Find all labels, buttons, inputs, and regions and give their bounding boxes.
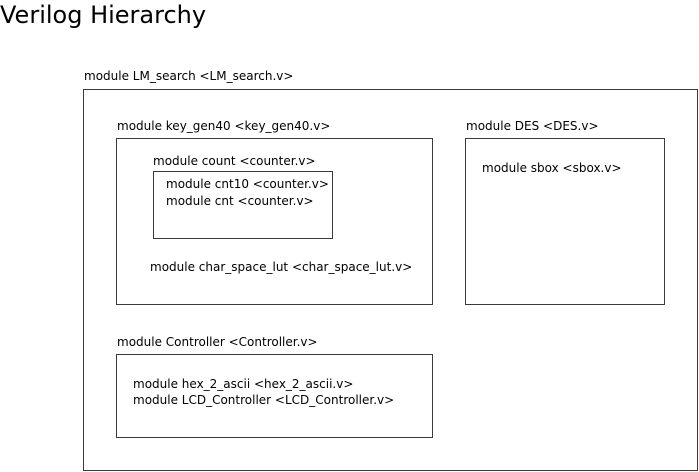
count-module-box xyxy=(153,171,333,239)
key-gen40-module-label: module key_gen40 <key_gen40.v> xyxy=(117,119,331,133)
key-gen40-module-box xyxy=(116,138,433,305)
lm-search-module-label: module LM_search <LM_search.v> xyxy=(84,69,294,83)
char-space-lut-module-item: module char_space_lut <char_space_lut.v> xyxy=(150,260,413,274)
page-title: Verilog Hierarchy xyxy=(0,1,207,29)
controller-module-label: module Controller <Controller.v> xyxy=(117,335,318,349)
des-module-label: module DES <DES.v> xyxy=(466,119,599,133)
cnt10-module-item: module cnt10 <counter.v> xyxy=(166,177,329,191)
hex-2-ascii-module-item: module hex_2_ascii <hex_2_ascii.v> xyxy=(133,377,354,391)
count-module-label: module count <counter.v> xyxy=(153,154,316,168)
lm-search-module-box xyxy=(83,89,698,471)
des-module-box xyxy=(465,138,665,305)
lcd-controller-module-item: module LCD_Controller <LCD_Controller.v> xyxy=(133,393,395,407)
sbox-module-item: module sbox <sbox.v> xyxy=(482,161,622,175)
controller-module-box xyxy=(116,354,433,438)
cnt-module-item: module cnt <counter.v> xyxy=(166,194,314,208)
